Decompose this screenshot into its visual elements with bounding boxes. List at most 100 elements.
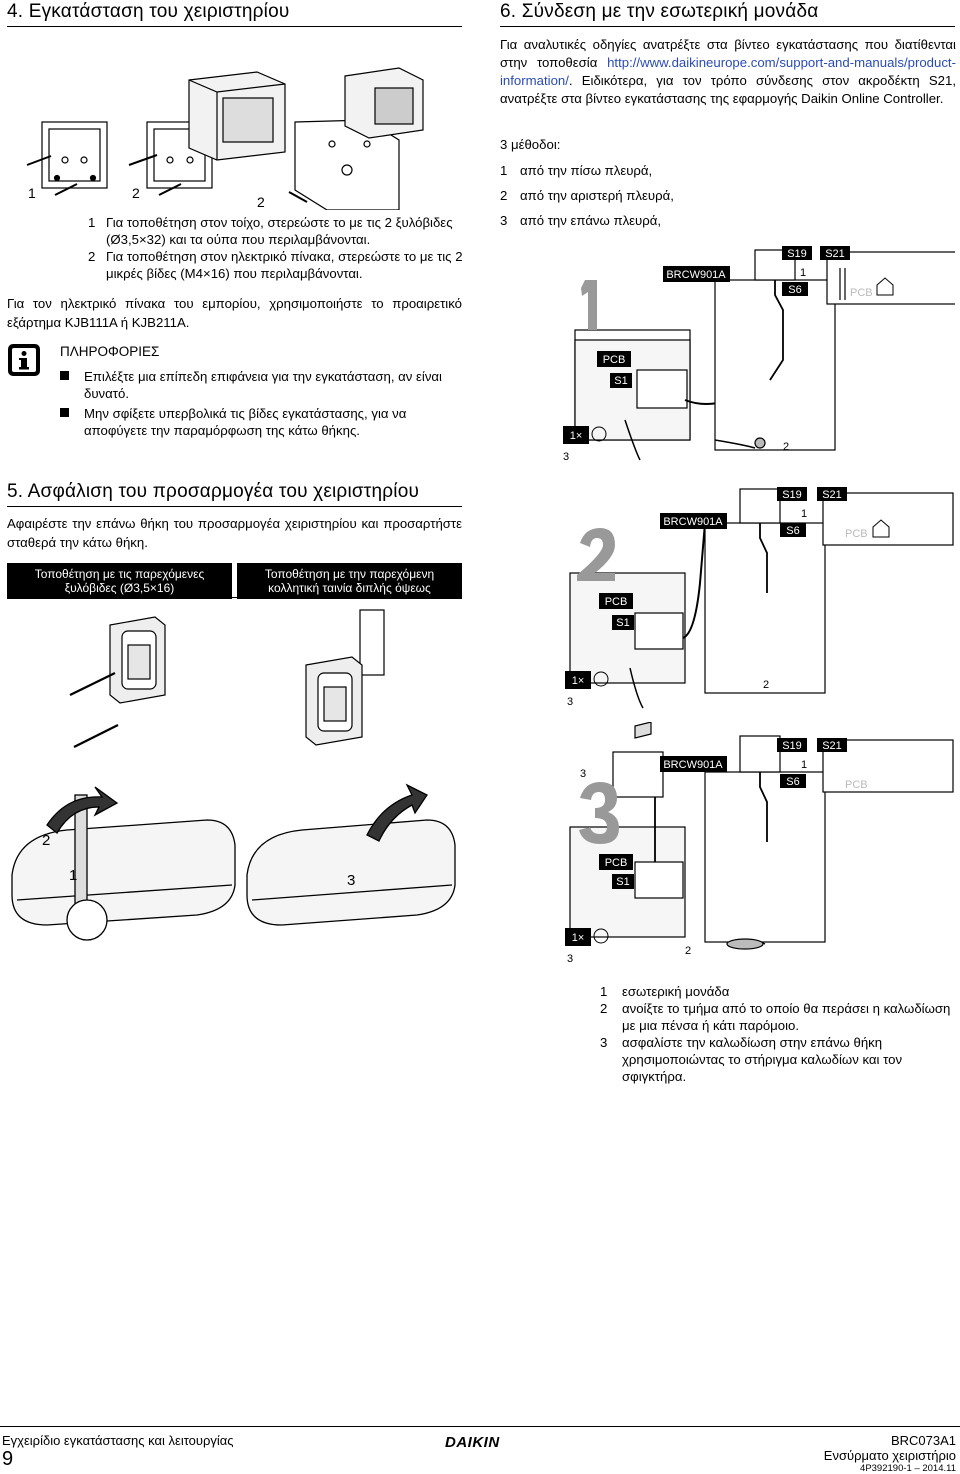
diag3-label-1: 1 [801,759,807,771]
box-fig-label-2: 2 [257,194,265,210]
clamp-icon [593,928,609,944]
method-item: 2 από την αριστερή πλευρά, [500,187,950,204]
diag3-label-2: 2 [685,945,691,957]
section-6-paragraph: Για αναλυτικές οδηγίες ανατρέξτε στα βίν… [500,36,956,108]
cut-box [565,671,591,689]
pcb-faded-label: PCB [845,528,868,540]
legend-number: 1 [600,984,608,999]
section-6-paragraph-a: Για αναλυτικές οδηγίες ανατρέξτε στα βίν… [500,37,956,70]
s21-label: S21 [822,740,842,752]
legend-number: 2 [600,1001,608,1016]
connection-diagram-1: BRCW901A S19 S21 S6 1 PCB PCB S1 1× 3 2 [563,246,955,463]
table-header-tape: Τοποθέτηση με την παρεχόμενη κολλητική τ… [237,563,462,599]
s21-label: S21 [825,248,845,260]
house-icon [876,277,894,296]
connection-diagram-3: 3 BRCW901A S19 S21 S6 1 PCB PCB S1 1× 3 … [565,722,954,965]
diag2-label-3: 3 [567,696,573,708]
support-link[interactable]: http://www.daikineurope.com/support-and-… [500,55,956,88]
pcb-box [599,593,633,609]
legend-item: 3 ασφαλίστε την καλωδίωση στην επάνω θήκ… [600,1034,955,1085]
footer-model: BRC073A1 [890,1433,956,1448]
pcb-faded-label: PCB [845,779,868,791]
diag3-label-3: 3 [567,953,573,965]
diagram-legend: 1 εσωτερική μονάδα 2 ανοίξτε το τμήμα απ… [600,983,955,1085]
bullet-square-icon [60,371,69,380]
step-number: 1 [88,215,96,230]
s1-label: S1 [614,375,627,387]
s6-box [780,774,806,788]
s1-box [610,373,632,388]
section-5-rule [7,506,462,507]
diag2-label-1: 1 [801,508,807,520]
s19-box [777,487,807,501]
s21-box [820,246,850,260]
wall-fig-label-2: 2 [132,185,140,201]
clamp-icon [591,426,607,442]
connection-diagram-2: BRCW901A S19 S21 S6 1 PCB PCB S1 1× 3 2 [565,487,954,709]
method-text: από την επάνω πλευρά, [520,213,662,228]
brcw-label: BRCW901A [666,269,726,281]
big-number-3-shape [579,782,619,844]
s21-box [817,487,847,501]
step-number: 2 [88,249,96,264]
info-icon [8,344,40,376]
big-number-2-shape [577,528,615,581]
footer-rule [0,1426,960,1427]
pcb-label: PCB [605,596,628,608]
pcb-label: PCB [603,354,626,366]
s6-box [782,282,808,296]
legend-text: εσωτερική μονάδα [622,984,730,999]
step-text: Για τοποθέτηση στον τοίχο, στερεώστε το … [106,215,453,247]
footer-doc-code: 4P392190-1 – 2014.11 [860,1463,956,1474]
table-rule [7,597,462,598]
legend-text: ασφαλίστε την καλωδίωση στην επάνω θήκη … [622,1035,903,1084]
house-icon [872,519,890,538]
section-6-rule [500,26,955,27]
legend-text: ανοίξτε το τμήμα από το οποίο θα περάσει… [622,1001,951,1033]
info-bullets: Επιλέξτε μια επίπεδη επιφάνεια για την ε… [60,368,458,439]
section-5-title: 5. Ασφάλιση του προσαρμογέα του χειριστη… [7,481,420,502]
legend-item: 1 εσωτερική μονάδα [600,983,955,1000]
section-4-paragraph: Για τον ηλεκτρικό πίνακα του εμπορίου, χ… [7,296,462,330]
diag1-label-1: 1 [800,267,806,279]
method-text: από την αριστερή πλευρά, [520,188,674,203]
adapter-step-label-1: 1 [69,867,77,884]
info-bullet-text: Μην σφίξετε υπερβολικά τις βίδες εγκατάσ… [84,406,407,438]
diag1-label-3: 3 [563,451,569,463]
step-text: Για τοποθέτηση στον ηλεκτρικό πίνακα, στ… [106,249,463,281]
s6-label: S6 [786,525,799,537]
cut-label: 1× [572,675,585,687]
legend-item: 2 ανοίξτε το τμήμα από το οποίο θα περάσ… [600,1000,955,1034]
section-4-rule [7,26,462,27]
method-number: 1 [500,163,508,178]
cut-box [563,426,589,444]
wall-fig-label-1: 1 [28,185,36,201]
section-6-title: 6. Σύνδεση με την εσωτερική μονάδα [500,1,819,22]
big-number-1-shape [581,280,597,330]
diag1-label-2: 2 [783,441,789,453]
table-header-screws: Τοποθέτηση με τις παρεχόμενες ξυλόβιδες … [7,563,232,599]
section-5-paragraph: Αφαιρέστε την επάνω θήκη του προσαρμογέα… [7,516,462,550]
method-number: 2 [500,188,508,203]
s19-box [782,246,812,260]
section-6-paragraph-b: . Ειδικότερα, για τον τρόπο σύνδεσης στο… [500,73,956,106]
methods-title: 3 μέθοδοι: [500,137,561,152]
s1-label: S1 [616,876,629,888]
methods-list: 1 από την πίσω πλευρά, 2 από την αριστερ… [500,162,950,229]
cut-box [565,928,591,946]
diag3-label-3-top: 3 [580,768,586,780]
info-title: ΠΛΗΡΟΦΟΡΙΕΣ [60,344,160,359]
page-number: 9 [2,1448,14,1470]
info-bullet-text: Επιλέξτε μια επίπεδη επιφάνεια για την ε… [84,369,442,401]
section-4-steps: 1 Για τοποθέτηση στον τοίχο, στερεώστε τ… [88,214,468,282]
s19-label: S19 [782,740,802,752]
s6-box [780,523,806,537]
legend-number: 3 [600,1035,608,1050]
step-item: 2 Για τοποθέτηση στον ηλεκτρικό πίνακα, … [88,248,468,282]
clamp-icon [593,671,609,687]
s1-box [612,615,634,630]
s21-label: S21 [822,489,842,501]
pcb-faded-label: PCB [850,287,873,299]
adapter-mount-figure [69,609,385,748]
s6-label: S6 [788,284,801,296]
